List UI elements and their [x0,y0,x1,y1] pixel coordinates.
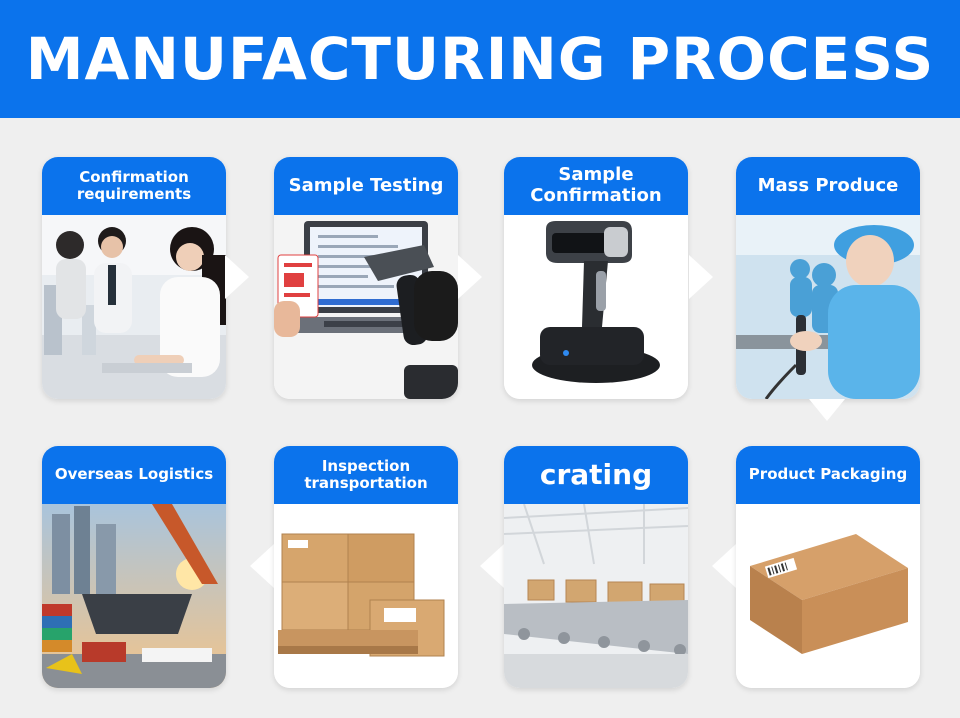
flow-arrow-left [480,544,504,588]
flow-arrow-left [712,544,736,588]
flow-arrow-right [458,255,482,299]
call-center-photo [42,215,226,399]
step-card-overseas-logistics: Overseas Logistics [42,446,226,688]
cardboard-box-photo [736,504,920,688]
barcode-scanner-photo [504,215,688,399]
step-card-mass-produce: Mass Produce [736,157,920,399]
step-card-sample-confirmation: Sample Confirmation [504,157,688,399]
step-label: crating [504,446,688,504]
flow-arrow-right [689,255,713,299]
step-label: Mass Produce [736,157,920,215]
cargo-port-photo [42,504,226,688]
step-label: Overseas Logistics [42,446,226,504]
step-card-confirmation-requirements: Confirmation requirements [42,157,226,399]
scanner-testing-photo [274,215,458,399]
factory-worker-photo [736,215,920,399]
step-label: Inspection transportation [274,446,458,504]
step-label: Sample Confirmation [504,157,688,215]
step-label: Sample Testing [274,157,458,215]
pallet-boxes-photo [274,504,458,688]
step-label: Confirmation requirements [42,157,226,215]
flow-arrow-down [809,399,845,421]
step-card-sample-testing: Sample Testing [274,157,458,399]
flow-arrow-left [250,544,274,588]
step-card-product-packaging: Product Packaging [736,446,920,688]
flow-arrow-right [225,255,249,299]
step-card-inspection-transportation: Inspection transportation [274,446,458,688]
header-banner: MANUFACTURING PROCESS [0,0,960,118]
step-label: Product Packaging [736,446,920,504]
page-title: MANUFACTURING PROCESS [25,25,935,93]
step-card-crating: crating [504,446,688,688]
conveyor-belt-photo [504,504,688,688]
